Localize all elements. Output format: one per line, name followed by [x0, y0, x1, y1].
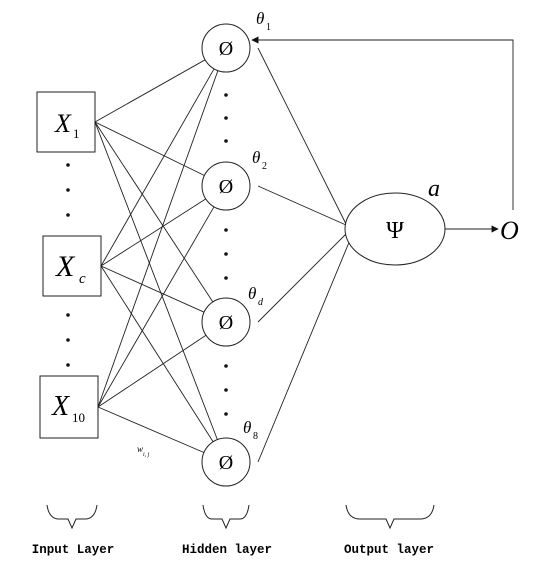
activation-symbol: Ø [219, 312, 233, 334]
edge-hd-output [257, 233, 347, 323]
hidden-layer-bracket [202, 504, 250, 530]
hidden-layer-label: Hidden layer [182, 543, 272, 557]
theta-subscript: 2 [262, 161, 267, 172]
theta-symbol: θ [252, 148, 260, 167]
activation-symbol: Ø [219, 452, 233, 474]
input-label-base: X [55, 250, 76, 283]
input-label-base: X [54, 109, 72, 138]
hidden-node-8: Ø θ 8 [201, 418, 258, 487]
input-layer-bracket [46, 504, 98, 530]
hidden-node-d: Ø θ d [201, 284, 264, 347]
input-box [39, 375, 99, 439]
input-hidden-connections [94, 59, 219, 453]
edge-input3-hidden3 [97, 334, 207, 408]
output-bias-label: a [428, 176, 440, 202]
edge-input2-hidden1 [100, 68, 215, 267]
output-node: Ψ a [344, 176, 446, 266]
edge-input1-hidden3 [94, 121, 214, 303]
edge-input3-hidden4 [97, 406, 205, 453]
theta-symbol: θ [256, 9, 264, 28]
input-node-x10: X 10 [39, 375, 99, 439]
theta-subscript: d [258, 297, 264, 308]
output-layer-bracket [345, 504, 435, 530]
edge-h8-output [257, 239, 351, 463]
input-label-sub: 1 [73, 126, 80, 141]
output-activation-symbol: Ψ [386, 218, 404, 244]
edge-input3-hidden1 [97, 70, 219, 408]
input-label-sub: c [79, 271, 86, 287]
input-ellipsis-dots [66, 163, 70, 367]
weight-base: w [137, 444, 143, 454]
activation-symbol: Ø [219, 38, 233, 60]
edge-input2-hidden4 [100, 265, 214, 443]
hidden-node-circle [201, 437, 251, 487]
edge-h2-output [257, 185, 347, 226]
input-label-sub: 10 [72, 410, 85, 425]
hidden-node-circle [201, 23, 251, 73]
edge-input2-hidden3 [100, 265, 205, 313]
hidden-output-connections [257, 47, 351, 463]
hidden-node-1: Ø θ 1 [201, 9, 271, 73]
theta-subscript: 8 [253, 431, 258, 442]
edge-h1-output [257, 47, 349, 229]
hidden-node-2: Ø θ 2 [201, 148, 267, 211]
theta-symbol: θ [243, 418, 251, 437]
hidden-node-circle [201, 161, 251, 211]
edge-input1-hidden2 [94, 121, 205, 176]
input-layer-label: Input Layer [32, 543, 115, 557]
feedback-arrow [251, 36, 514, 210]
input-box [36, 91, 96, 153]
output-label: O [500, 216, 519, 245]
hidden-node-circle [201, 297, 251, 347]
weight-label: w i, j [137, 444, 150, 458]
output-layer-label: Output layer [344, 543, 434, 557]
edge-input1-hidden4 [94, 121, 218, 440]
weight-subscript: i, j [143, 452, 150, 458]
hidden-ellipsis-dots [224, 93, 228, 416]
theta-subscript: 1 [266, 22, 271, 33]
input-box [42, 235, 102, 297]
input-label-base: X [51, 391, 70, 422]
input-node-x1: X 1 [36, 91, 96, 153]
activation-symbol: Ø [219, 176, 233, 198]
edge-input3-hidden2 [97, 206, 215, 408]
edge-input1-hidden1 [94, 59, 206, 123]
edge-input2-hidden2 [100, 198, 207, 267]
theta-symbol: θ [248, 284, 256, 303]
input-node-xc: X c [42, 235, 102, 297]
